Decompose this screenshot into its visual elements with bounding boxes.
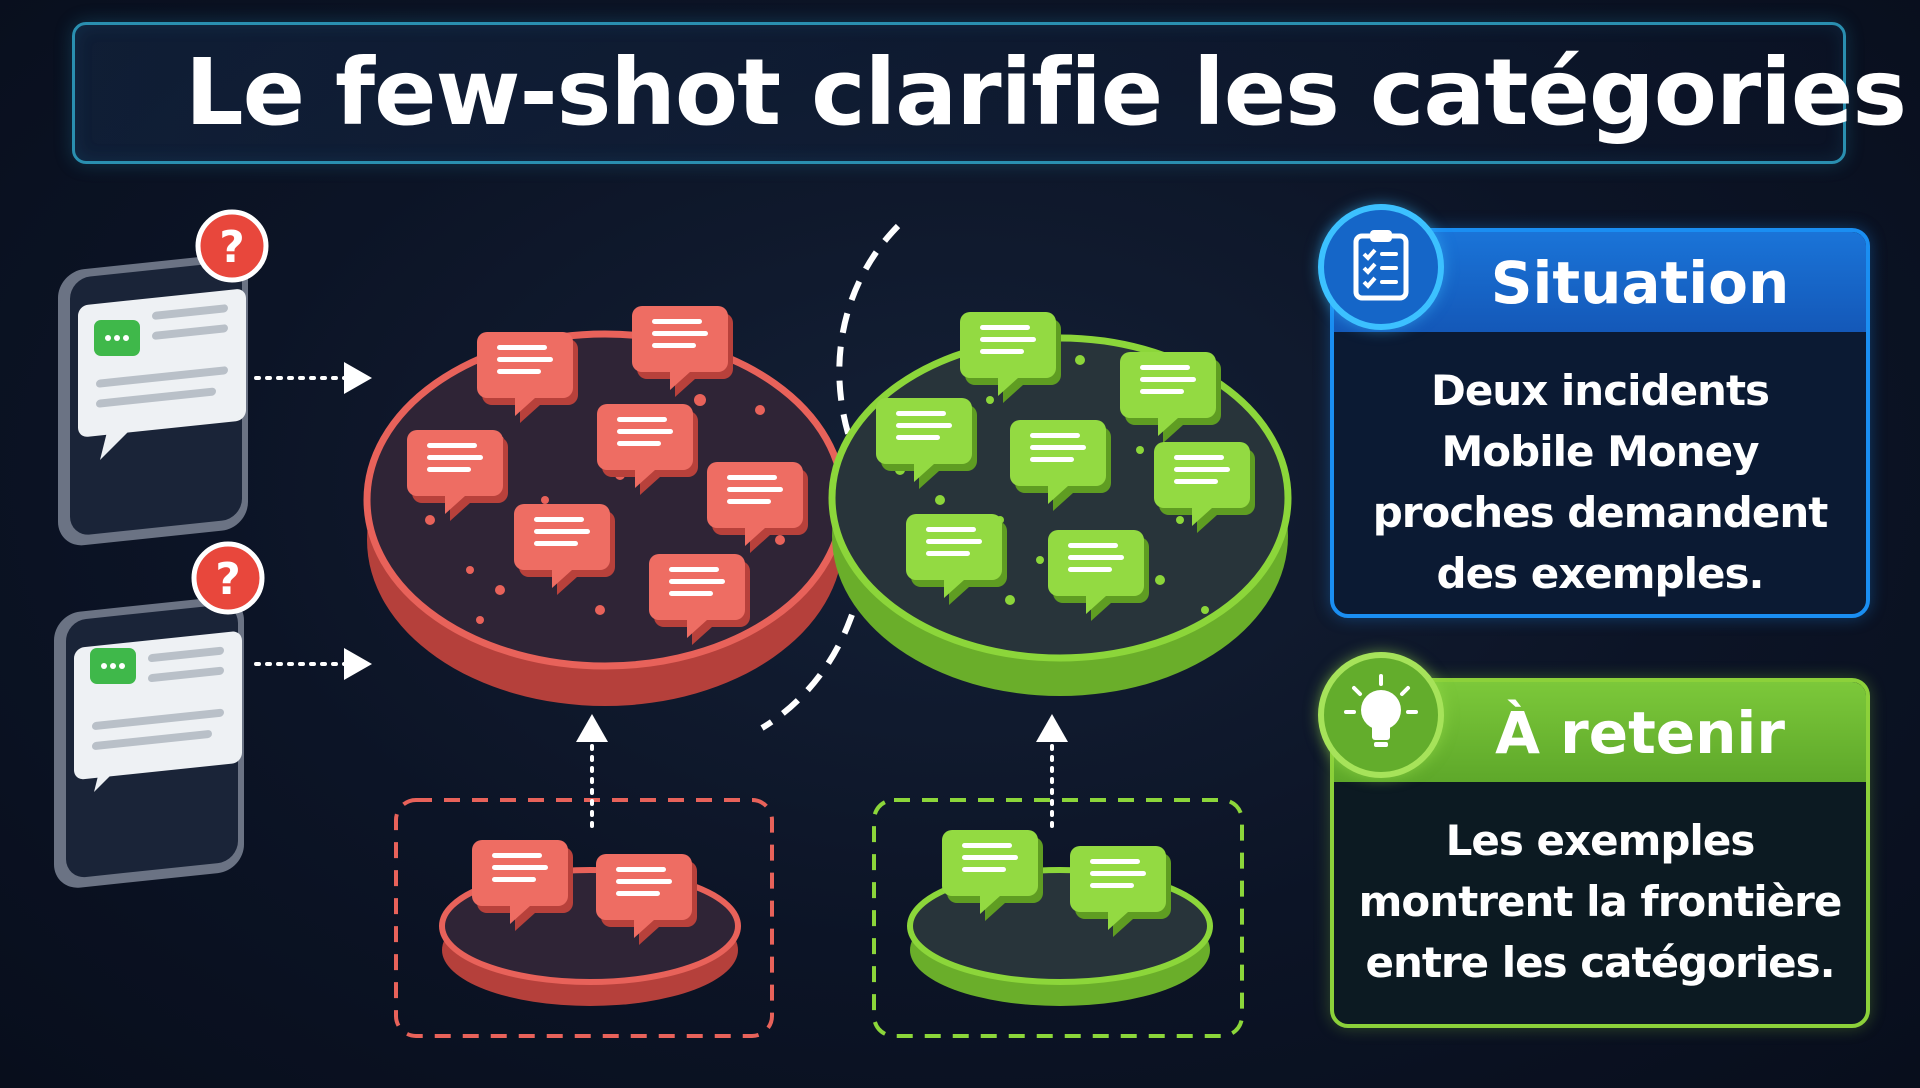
- arrow-head: [344, 362, 372, 394]
- question-mark-icon: ?: [191, 541, 265, 615]
- question-glyph: ?: [215, 554, 241, 605]
- category-boundary: [760, 223, 901, 731]
- retenir-title: À retenir: [1495, 699, 1785, 767]
- phone-message-2: [54, 596, 244, 888]
- green-category-cluster: [828, 312, 1292, 696]
- title-banner: Le few-shot clarifie les catégories: [72, 22, 1907, 164]
- situation-header: Situation: [1334, 232, 1866, 332]
- lightbulb-icon: [1318, 652, 1444, 778]
- red-category-cluster: [363, 306, 847, 706]
- retenir-card: À retenir Les exemples montrent la front…: [1330, 678, 1870, 1028]
- green-examples-box: [872, 798, 1244, 1038]
- retenir-body: Les exemples montrent la frontière entre…: [1358, 816, 1843, 987]
- red-examples-box: [394, 798, 774, 1038]
- situation-title: Situation: [1490, 249, 1790, 317]
- page-title: Le few-shot clarifie les catégories: [185, 39, 1907, 146]
- clipboard-checklist-icon: [1318, 204, 1444, 330]
- arrow-head: [576, 714, 608, 742]
- situation-body: Deux incidents Mobile Money proches dema…: [1372, 366, 1829, 598]
- retenir-header: À retenir: [1334, 682, 1866, 782]
- situation-card: Situation Deux incidents Mobile Money pr…: [1330, 228, 1870, 618]
- arrow-head: [344, 648, 372, 680]
- question-mark-icon: ?: [195, 209, 269, 283]
- arrow-head: [1036, 714, 1068, 742]
- phone-message-1: [58, 254, 248, 546]
- question-glyph: ?: [219, 222, 245, 273]
